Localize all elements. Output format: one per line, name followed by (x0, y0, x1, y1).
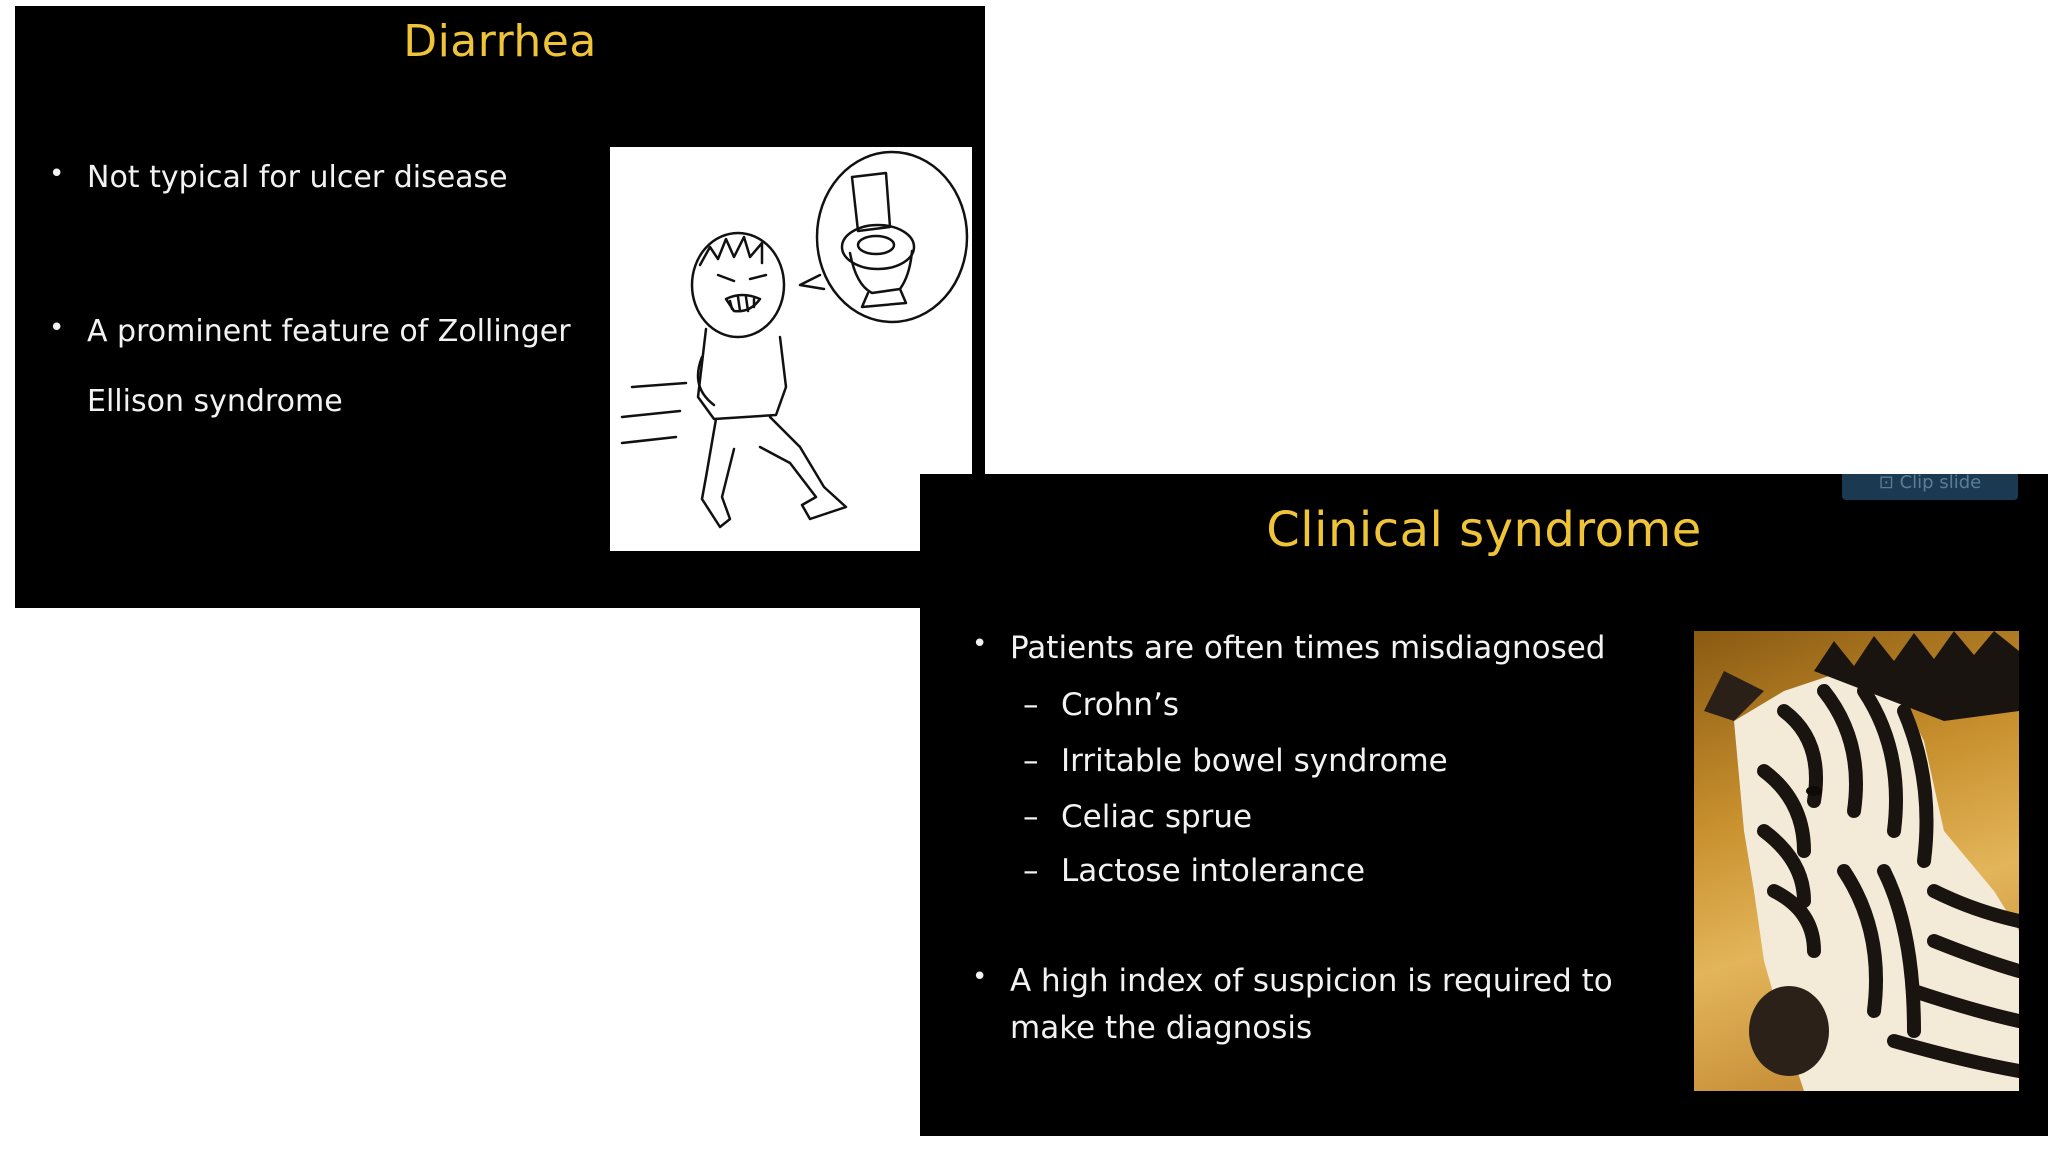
bullet-item: • A high index of suspicion is required … (972, 961, 1613, 1001)
bullet-dot-icon: • (972, 962, 988, 992)
sub-bullet-text: Crohn’s (1061, 687, 1179, 723)
slide-clinical-syndrome: ⊡ Clip slide Clinical syndrome • Patient… (920, 474, 2048, 1136)
bullet-item: • Not typical for ulcer disease (49, 158, 508, 197)
bullet-dot-icon: • (49, 159, 65, 189)
slide-title: Diarrhea (403, 16, 597, 67)
bullet-text: make the diagnosis (1010, 1010, 1313, 1046)
dash-icon: – (1023, 743, 1039, 779)
sub-bullet-text: Celiac sprue (1061, 799, 1253, 835)
bullet-text: Patients are often times misdiagnosed (1010, 630, 1606, 666)
clip-icon: ⊡ (1878, 474, 1900, 493)
zebra-photo-icon (1694, 631, 2019, 1091)
slide-title: Clinical syndrome (1266, 502, 1702, 558)
slide-diarrhea: Diarrhea • Not typical for ulcer disease… (15, 6, 985, 608)
bullet-text: A prominent feature of Zollinger (87, 314, 571, 349)
bullet-text: Ellison syndrome (87, 384, 343, 419)
bullet-text: A high index of suspicion is required to (1010, 963, 1613, 999)
dash-icon: – (1023, 687, 1039, 723)
sub-bullet-item: – Lactose intolerance (1023, 853, 1366, 889)
bullet-continuation: Ellison syndrome (87, 382, 343, 421)
sub-bullet-item: – Irritable bowel syndrome (1023, 743, 1448, 779)
dash-icon: – (1023, 799, 1039, 835)
dash-icon: – (1023, 853, 1039, 889)
bullet-text: Not typical for ulcer disease (87, 160, 508, 195)
sub-bullet-item: – Crohn’s (1023, 687, 1179, 723)
cartoon-stomachache-toilet-icon (610, 147, 972, 551)
sub-bullet-text: Irritable bowel syndrome (1061, 743, 1448, 779)
bullet-dot-icon: • (972, 629, 988, 659)
clip-slide-button[interactable]: ⊡ Clip slide (1842, 474, 2018, 500)
bullet-continuation: make the diagnosis (1010, 1008, 1312, 1048)
zebra-drawing (1704, 631, 2019, 1091)
sub-bullet-text: Lactose intolerance (1061, 853, 1366, 889)
clip-slide-label: Clip slide (1899, 474, 1982, 493)
sub-bullet-item: – Celiac sprue (1023, 799, 1253, 835)
bullet-dot-icon: • (49, 313, 65, 343)
bullet-item: • Patients are often times misdiagnosed (972, 628, 1606, 668)
bullet-item: • A prominent feature of Zollinger (49, 312, 571, 351)
cartoon-drawing (620, 150, 969, 529)
